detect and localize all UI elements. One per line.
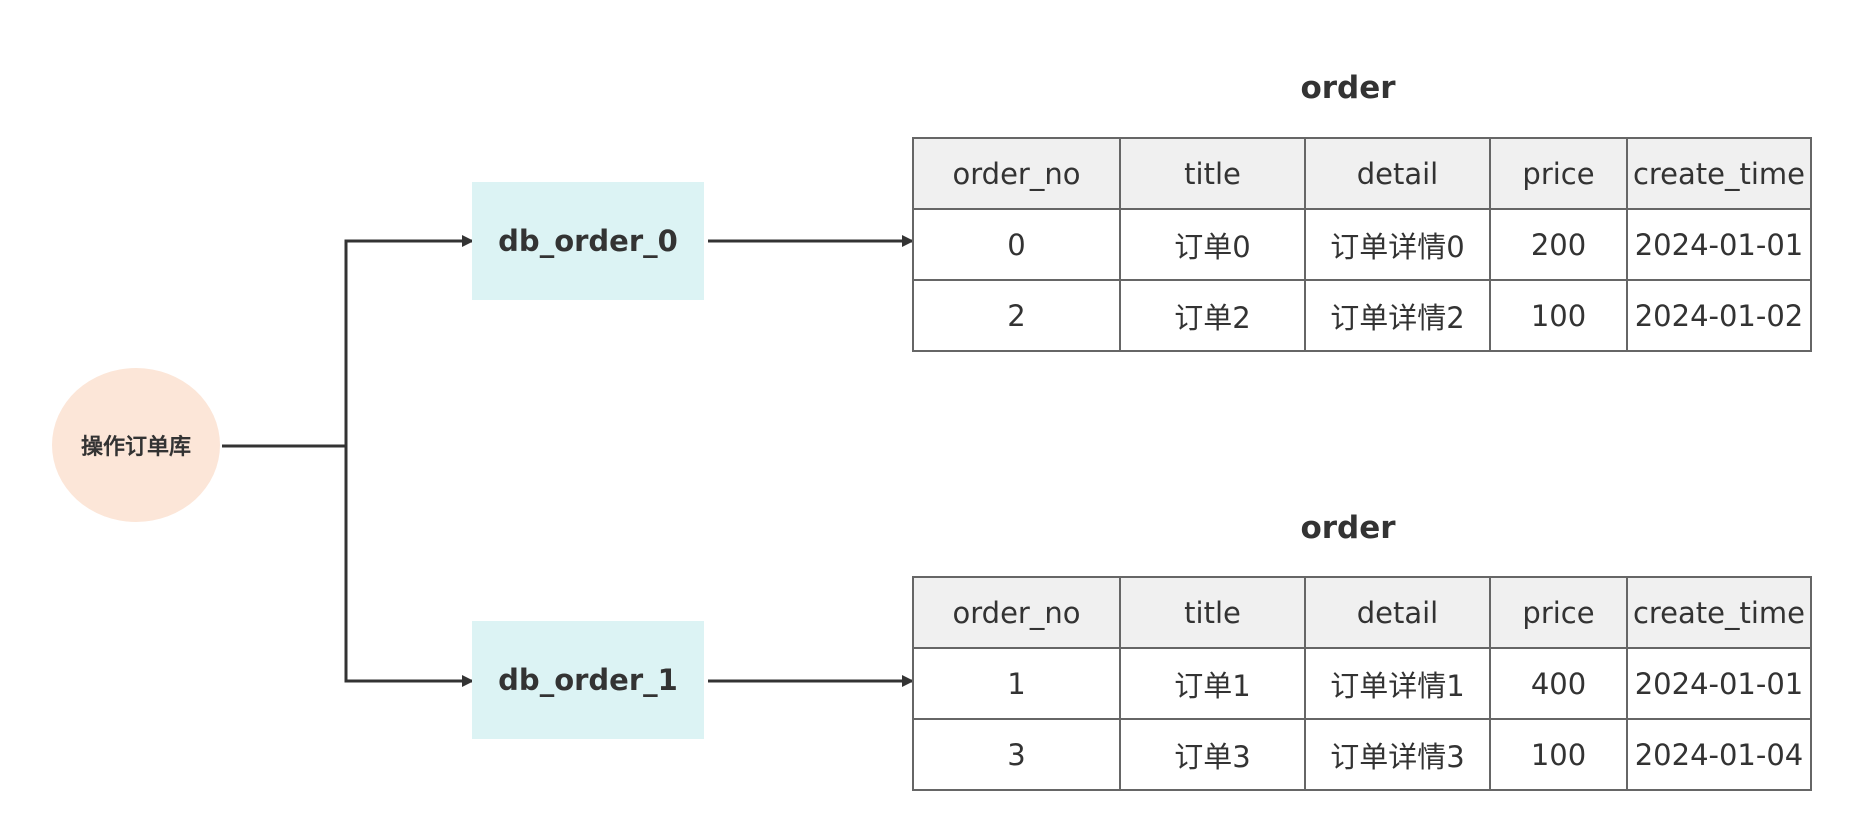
column-header: order_no	[912, 576, 1121, 649]
db-node-db-order-1: db_order_1	[472, 621, 704, 739]
table-cell: 2024-01-04	[1626, 718, 1812, 791]
table-cell: 订单详情0	[1304, 208, 1491, 281]
table-row: 2 订单2 订单详情2 100 2024-01-02	[912, 279, 1812, 352]
table-cell: 1	[912, 647, 1121, 720]
table-cell: 订单2	[1119, 279, 1306, 352]
table-cell: 100	[1489, 718, 1628, 791]
table-cell: 0	[912, 208, 1121, 281]
table-title: order	[1300, 70, 1396, 106]
table-cell: 100	[1489, 279, 1628, 352]
source-label: 操作订单库	[80, 435, 191, 460]
db-node-db-order-0: db_order_0	[472, 182, 704, 300]
table-cell: 3	[912, 718, 1121, 791]
branch-connector-0	[344, 235, 474, 446]
column-header: create_time	[1626, 137, 1812, 210]
column-header: title	[1119, 576, 1306, 649]
column-header: detail	[1304, 137, 1491, 210]
table-cell: 订单详情2	[1304, 279, 1491, 352]
table-cell: 2024-01-01	[1626, 208, 1812, 281]
table-row: 3 订单3 订单详情3 100 2024-01-04	[912, 718, 1812, 791]
table-row: 1 订单1 订单详情1 400 2024-01-01	[912, 647, 1812, 720]
table-row: 0 订单0 订单详情0 200 2024-01-01	[912, 208, 1812, 281]
table-cell: 订单3	[1119, 718, 1306, 791]
order-table-db-order-1: order_no title detail price create_time …	[912, 576, 1812, 791]
db-label: db_order_0	[498, 224, 678, 258]
column-header: title	[1119, 137, 1306, 210]
table-cell: 订单1	[1119, 647, 1306, 720]
table-cell: 订单详情3	[1304, 718, 1491, 791]
table-cell: 2	[912, 279, 1121, 352]
branch-connector-1	[344, 446, 474, 687]
db-label: db_order_1	[498, 663, 678, 697]
table-title: order	[1300, 510, 1396, 546]
column-header: create_time	[1626, 576, 1812, 649]
table-cell: 400	[1489, 647, 1628, 720]
table-header-row: order_no title detail price create_time	[912, 137, 1812, 210]
order-table-db-order-0: order_no title detail price create_time …	[912, 137, 1812, 352]
table-cell: 2024-01-01	[1626, 647, 1812, 720]
table-header-row: order_no title detail price create_time	[912, 576, 1812, 649]
table-cell: 订单0	[1119, 208, 1306, 281]
column-header: detail	[1304, 576, 1491, 649]
column-header: price	[1489, 137, 1628, 210]
table-cell: 2024-01-02	[1626, 279, 1812, 352]
table-cell: 200	[1489, 208, 1628, 281]
column-header: order_no	[912, 137, 1121, 210]
column-header: price	[1489, 576, 1628, 649]
table-cell: 订单详情1	[1304, 647, 1491, 720]
source-node: 操作订单库	[52, 368, 220, 522]
